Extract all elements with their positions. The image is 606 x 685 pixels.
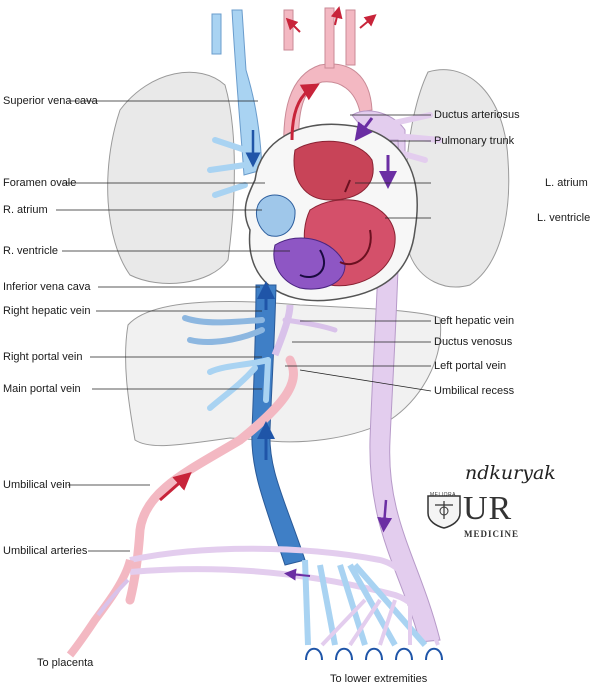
umbilical-cord [66,558,134,658]
umbilical-artery-2 [129,566,428,622]
label-main-portal-vein: Main portal vein [3,383,81,395]
pulmonary-vessels-right [207,137,248,198]
flow-arrow-umbilical-artery [284,568,311,581]
aortic-branch-1 [283,9,294,51]
leader-lines [56,100,432,552]
label-to-placenta: To placenta [37,657,94,669]
flow-arrow-arch-right [359,14,377,29]
superior-vena-cava [231,9,263,176]
logo-meliora: MELIORA [430,492,457,498]
illustrator-signature: ndkuryak [465,462,556,484]
flow-arrow-lv [339,229,372,266]
left-atrium-chamber [293,140,374,201]
flow-arrow-la [344,179,351,193]
label-left-hepatic-vein: Left hepatic vein [434,315,515,327]
flow-arrow-aorta [290,83,320,141]
label-ductus-arteriosus: Ductus arteriosus [434,109,520,121]
flow-arrow-umbilical-vein [159,472,192,502]
flow-arrow-lower-artery [377,499,393,533]
label-left-portal-vein: Left portal vein [434,360,507,372]
umbilical-cord-twist [96,578,130,617]
label-l-ventricle: L. ventricle [537,212,591,224]
right-atrium-chamber [255,194,296,237]
ur-shield-icon [427,495,461,529]
label-pulmonary-trunk: Pulmonary trunk [434,135,515,147]
label-to-lower-extremities: To lower extremities [330,673,428,685]
label-inferior-vena-cava: Inferior vena cava [3,281,91,293]
liver [125,301,442,447]
label-r-ventricle: R. ventricle [3,245,59,257]
label-ductus-venosus: Ductus venosus [434,336,513,348]
logo-ur: UR [463,490,513,527]
label-right-portal-vein: Right portal vein [3,351,83,363]
ductus-venosus-vessel [271,304,294,357]
aortic-branch-2 [324,7,335,69]
umbilical-artery-1 [129,545,418,601]
lower-extremity-loops [305,647,443,661]
left-lung [404,69,510,288]
label-umbilical-arteries: Umbilical arteries [3,545,88,557]
lower-extremity-arteries [320,598,440,647]
label-right-hepatic-vein: Right hepatic vein [3,305,91,317]
right-lung [107,71,235,284]
label-umbilical-recess: Umbilical recess [434,385,515,397]
portal-veins [207,357,271,411]
logo-medicine: MEDICINE [464,529,520,539]
flow-arrow-arch [330,6,343,26]
hepatic-veins [182,315,265,345]
aortic-branch-3 [345,9,356,66]
right-ventricle-chamber [273,237,346,290]
flow-arrow-rv [299,249,326,278]
label-umbilical-vein: Umbilical vein [3,479,71,491]
label-l-atrium: L. atrium [545,177,588,189]
label-foramen-ovale: Foramen ovale [3,177,77,189]
label-superior-vena-cava: Superior vena cava [3,95,98,107]
svc-branch [211,13,222,55]
flow-arrow-arch-left [285,17,301,33]
flow-arrow-ductus [354,117,374,142]
label-r-atrium: R. atrium [3,204,48,216]
